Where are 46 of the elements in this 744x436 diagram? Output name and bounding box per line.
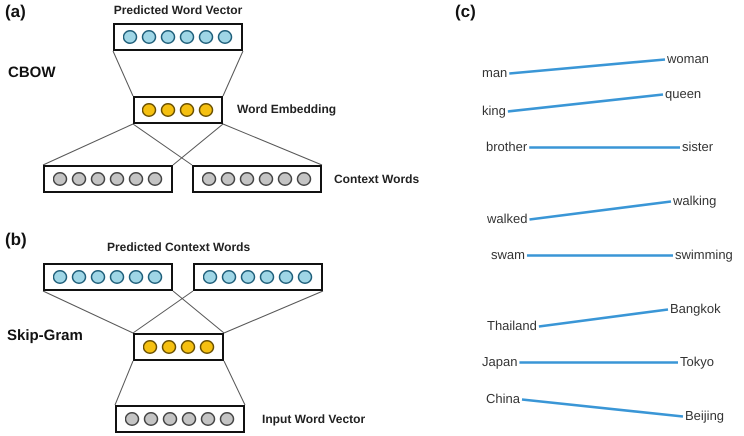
word-label: Beijing	[685, 408, 724, 423]
connector-line	[114, 360, 134, 406]
connector-line	[42, 124, 134, 166]
connector-line	[222, 124, 322, 166]
connector-line	[132, 290, 194, 334]
word-label: walking	[673, 193, 716, 208]
word-label: Japan	[482, 354, 518, 369]
connector-line	[224, 360, 246, 406]
layer-label: Predicted Word Vector	[114, 3, 242, 17]
connector-line	[522, 398, 684, 418]
word-label: brother	[486, 139, 528, 154]
word-label: swam	[491, 247, 525, 262]
connector-line	[529, 146, 680, 149]
word-label: king	[482, 103, 506, 118]
layer-label: Predicted Context Words	[107, 240, 250, 254]
word-label: walked	[487, 211, 528, 226]
word-label: sister	[682, 139, 714, 154]
word-label: man	[482, 65, 508, 80]
model-name: CBOW	[8, 64, 56, 81]
connector-line	[224, 290, 324, 334]
connector-line	[529, 200, 672, 221]
connector-line	[172, 290, 224, 334]
connector-line	[508, 93, 664, 113]
layer-label: Context Words	[334, 172, 420, 186]
connector-line	[172, 124, 224, 166]
word-label: queen	[665, 86, 702, 101]
panel-label: (a)	[5, 2, 26, 22]
connector-line	[42, 290, 134, 334]
word-label: woman	[667, 51, 709, 66]
word-label: Thailand	[487, 318, 537, 333]
word-label: China	[486, 391, 520, 406]
connector-line	[519, 361, 678, 364]
panel-label: (b)	[5, 230, 27, 250]
model-name: Skip-Gram	[7, 327, 83, 344]
connector-line	[509, 58, 666, 75]
connector-line	[526, 254, 673, 257]
connector-line	[222, 50, 244, 96]
layer-label: Input Word Vector	[262, 412, 366, 426]
panel-label: (c)	[455, 2, 476, 22]
layer-label: Word Embedding	[237, 102, 336, 116]
connector-line	[112, 50, 134, 96]
connector-line	[132, 124, 192, 166]
word-label: swimming	[675, 247, 733, 262]
connector-line	[538, 308, 668, 328]
word-label: Bangkok	[670, 301, 721, 316]
word-label: Tokyo	[680, 354, 714, 369]
